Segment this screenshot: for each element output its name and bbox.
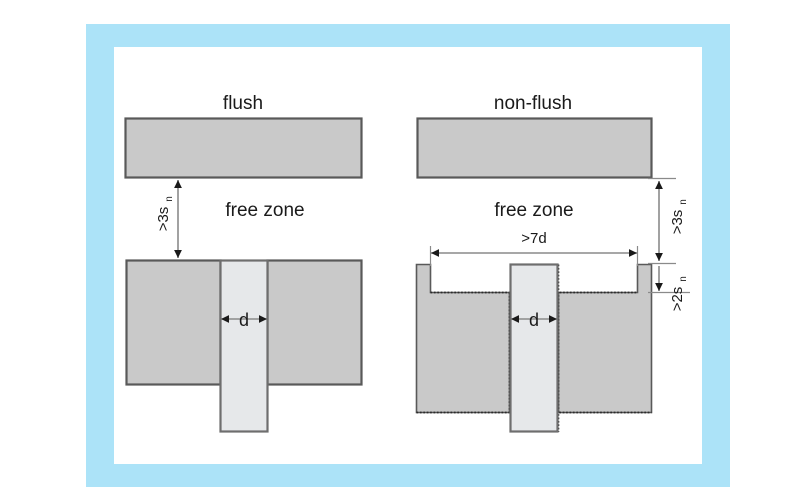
nonflush-free-zone-label: free zone [494,200,573,221]
flush-clearance-label-text: >3s [155,207,172,232]
nonflush-recess-width-label: >7d [521,230,546,247]
flush-lower-block-right [266,259,363,386]
flush-sensor-body [219,259,269,433]
flush-clearance-label-subscript: n [164,196,175,202]
nonflush-recess-depth-label-subscript: n [678,276,689,282]
flush-lower-block-left [125,259,222,386]
nonflush-upper-block [416,117,653,179]
nonflush-title: non-flush [494,93,572,114]
nonflush-clearance-label: >3s n [669,199,689,234]
flush-free-zone-label: free zone [225,200,304,221]
flush-diameter-label: d [239,310,249,330]
nonflush-sensor-body [509,263,559,433]
flush-clearance-label: >3s n [155,196,175,231]
nonflush-recess-depth-label: >2s n [669,276,689,311]
nonflush-clearance-label-subscript: n [678,199,689,205]
nonflush-diameter-label: d [529,310,539,330]
nonflush-clearance-label-text: >3s [669,210,686,235]
flush-upper-block [124,117,363,179]
flush-title: flush [223,93,263,114]
nonflush-recess-depth-label-text: >2s [669,287,686,312]
